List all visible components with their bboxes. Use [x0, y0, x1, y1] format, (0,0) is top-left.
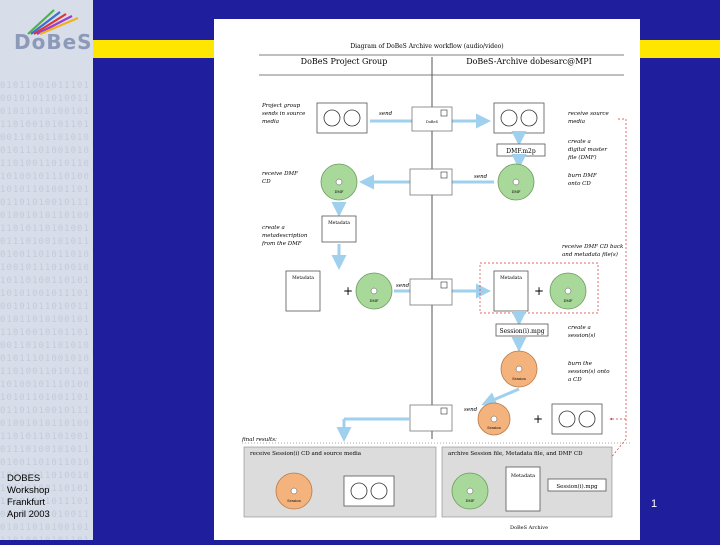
label-create-a-2: create a — [262, 225, 285, 231]
footer-info: DOBES Workshop Frankfurt April 2003 — [7, 473, 50, 521]
final-left-panel — [243, 446, 437, 518]
footer-line-2: Workshop — [7, 485, 50, 496]
label-a-cd: a CD — [568, 377, 582, 383]
label-sends-master: sends in source — [262, 111, 306, 117]
label-metadescription: metadescription — [262, 233, 308, 239]
label-receive-dmf: receive DMF — [262, 171, 298, 177]
label-digital-master: digital master — [568, 147, 607, 153]
label-from-dmf: from the DMF — [261, 241, 302, 247]
label-receive-source: receive source — [568, 111, 609, 117]
label-burn-the: burn the — [568, 361, 593, 367]
plus-sign-1: + — [343, 284, 353, 298]
dmf-cd-right-2: DMF — [549, 272, 587, 310]
metadata-doc-2: Metadata — [285, 270, 321, 312]
label-send-3: send — [396, 283, 410, 289]
final-left-label: receive Session(i) CD and source media — [250, 450, 362, 457]
dmf-cd-right: DMF — [497, 163, 535, 201]
label-send-4: send — [464, 407, 478, 413]
archive-footer-label: DoBeS Archive — [510, 525, 548, 531]
binary-pattern: 0101100101110100101011010011010110101001… — [0, 81, 90, 540]
session-cd-mid: Session — [477, 402, 511, 436]
label-session-s: session(s) — [568, 332, 595, 339]
svg-text:DMF: DMF — [370, 299, 379, 303]
metadata-doc-1: Metadata — [321, 215, 357, 243]
label-and-metadata: and metadata file(s) — [562, 251, 618, 258]
label-burn-dmf: burn DMF — [568, 173, 597, 179]
label-final-results: final results: — [241, 437, 277, 443]
session-file-box — [495, 323, 549, 337]
label-receive-back: receive DMF CD back — [562, 244, 624, 250]
sidebar: 0101100101110100101011010011010110101001… — [0, 0, 93, 540]
courier-form-1: DoBeS — [411, 106, 453, 132]
plus-sign-2: + — [534, 284, 544, 298]
svg-text:Metadata: Metadata — [511, 473, 535, 479]
session-cd-right: Session — [500, 350, 538, 388]
svg-text:DMF: DMF — [564, 299, 573, 303]
diagram-title: Diagram of DoBeS Archive workflow (audio… — [350, 43, 503, 50]
label-send-2: send — [474, 174, 488, 180]
label-onto-cd: onto CD — [568, 181, 591, 187]
final-right-label: archive Session file, Metadata file, and… — [448, 451, 583, 457]
page-number: 1 — [651, 498, 658, 510]
final-session-file: Session(i).mpg — [547, 478, 607, 492]
courier-form-2 — [409, 168, 453, 196]
svg-text:Metadata: Metadata — [328, 220, 350, 226]
label-session-onto: session(s) onto — [568, 368, 610, 375]
svg-text:DMF: DMF — [466, 499, 475, 503]
footer-line-4: April 2003 — [7, 509, 50, 520]
label-cd: CD — [262, 179, 271, 185]
source-media-right — [493, 102, 545, 134]
svg-text:Session: Session — [287, 499, 301, 503]
svg-text:Session: Session — [512, 377, 526, 381]
svg-text:Session(i).mpg: Session(i).mpg — [556, 483, 598, 490]
final-source-media — [343, 475, 395, 507]
final-session-cd: Session — [275, 472, 313, 510]
column-right-header: DoBeS-Archive dobesarc@MPI — [466, 57, 592, 66]
dobes-logo-icon — [27, 9, 79, 36]
session-file-label: Session(i).mpg — [499, 328, 544, 335]
dmf-file-label: DMF.m2p — [506, 148, 536, 155]
svg-text:DoBeS: DoBeS — [426, 120, 439, 124]
label-create-a-3: create a — [568, 325, 591, 331]
source-media-left — [316, 102, 368, 134]
label-file-dmf: file (DMF) — [567, 154, 597, 161]
column-left-header: DoBeS Project Group — [301, 57, 388, 66]
dmf-cd-left-2: DMF — [355, 272, 393, 310]
svg-text:DMF: DMF — [512, 190, 521, 194]
final-metadata-doc: Metadata — [505, 466, 541, 512]
footer-line-1: DOBES — [7, 473, 41, 484]
logo-text: DoBeS — [14, 30, 93, 54]
courier-form-3 — [409, 278, 453, 306]
label-media: media — [262, 119, 279, 125]
svg-text:DMF: DMF — [335, 190, 344, 194]
label-project-group: Project group — [261, 103, 301, 109]
svg-text:Metadata: Metadata — [292, 275, 314, 281]
plus-sign-3: + — [533, 412, 543, 426]
source-media-return — [551, 403, 603, 435]
svg-text:Session: Session — [487, 426, 501, 430]
metadata-doc-3: Metadata — [493, 270, 529, 312]
footer-line-3: Frankfurt — [7, 497, 46, 508]
svg-text:Metadata: Metadata — [500, 275, 522, 281]
label-media-2: media — [568, 119, 585, 125]
label-send-1: send — [379, 111, 393, 117]
final-dmf-cd: DMF — [451, 472, 489, 510]
courier-form-4 — [409, 404, 453, 432]
workflow-diagram: Diagram of DoBeS Archive workflow (audio… — [241, 43, 632, 531]
dmf-cd-left: DMF — [320, 163, 358, 201]
label-create-a: create a — [568, 139, 591, 145]
workflow-diagram-page: Diagram of DoBeS Archive workflow (audio… — [214, 19, 640, 540]
